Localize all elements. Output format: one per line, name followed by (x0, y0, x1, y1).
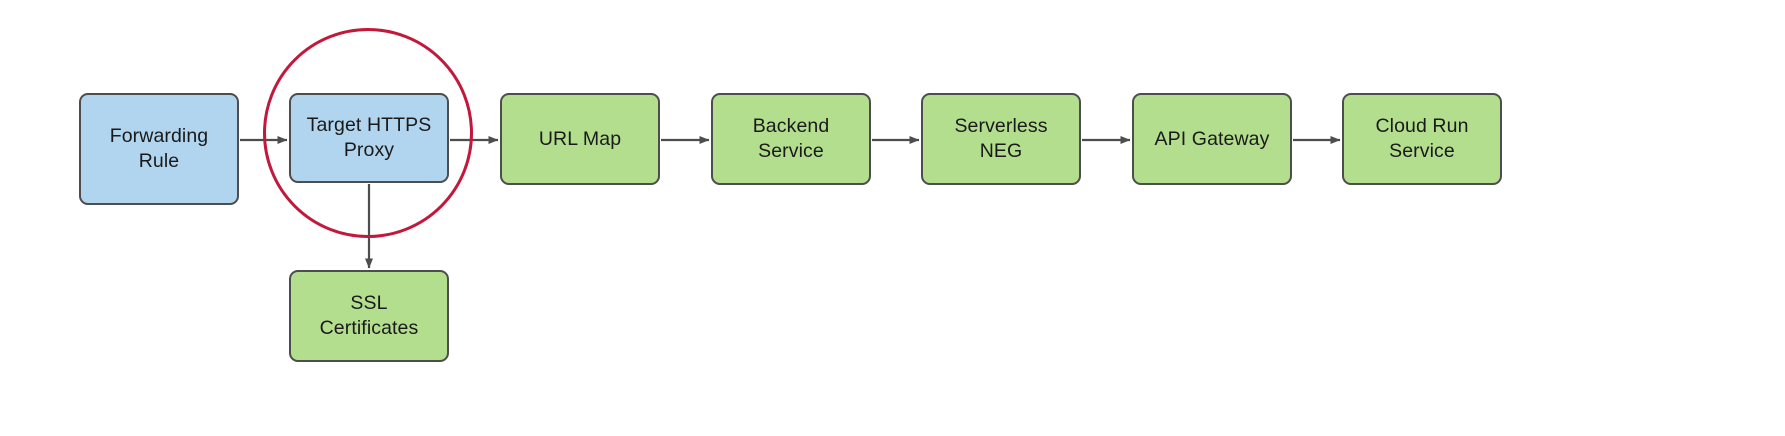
highlight-circle-annotation (263, 28, 473, 238)
node-url-map-label: URL Map (538, 127, 622, 150)
node-serverless-neg-label: Serverless NEG (954, 115, 1048, 162)
node-url-map[interactable]: URL Map (500, 93, 660, 185)
node-cloud-run-service-label: Cloud Run Service (1375, 115, 1469, 162)
node-backend-service-label: Backend Service (752, 115, 830, 162)
node-target-https-proxy-label: Target HTTPS Proxy (306, 114, 432, 161)
node-ssl-certificates-label: SSL Certificates (319, 292, 419, 339)
node-backend-service[interactable]: Backend Service (711, 93, 871, 185)
node-cloud-run-service[interactable]: Cloud Run Service (1342, 93, 1502, 185)
node-api-gateway-label: API Gateway (1154, 127, 1270, 150)
node-forwarding-rule-label: Forwarding Rule (109, 125, 209, 172)
node-ssl-certificates[interactable]: SSL Certificates (289, 270, 449, 362)
node-serverless-neg[interactable]: Serverless NEG (921, 93, 1081, 185)
node-target-https-proxy[interactable]: Target HTTPS Proxy (289, 93, 449, 183)
node-api-gateway[interactable]: API Gateway (1132, 93, 1292, 185)
node-forwarding-rule[interactable]: Forwarding Rule (79, 93, 239, 205)
